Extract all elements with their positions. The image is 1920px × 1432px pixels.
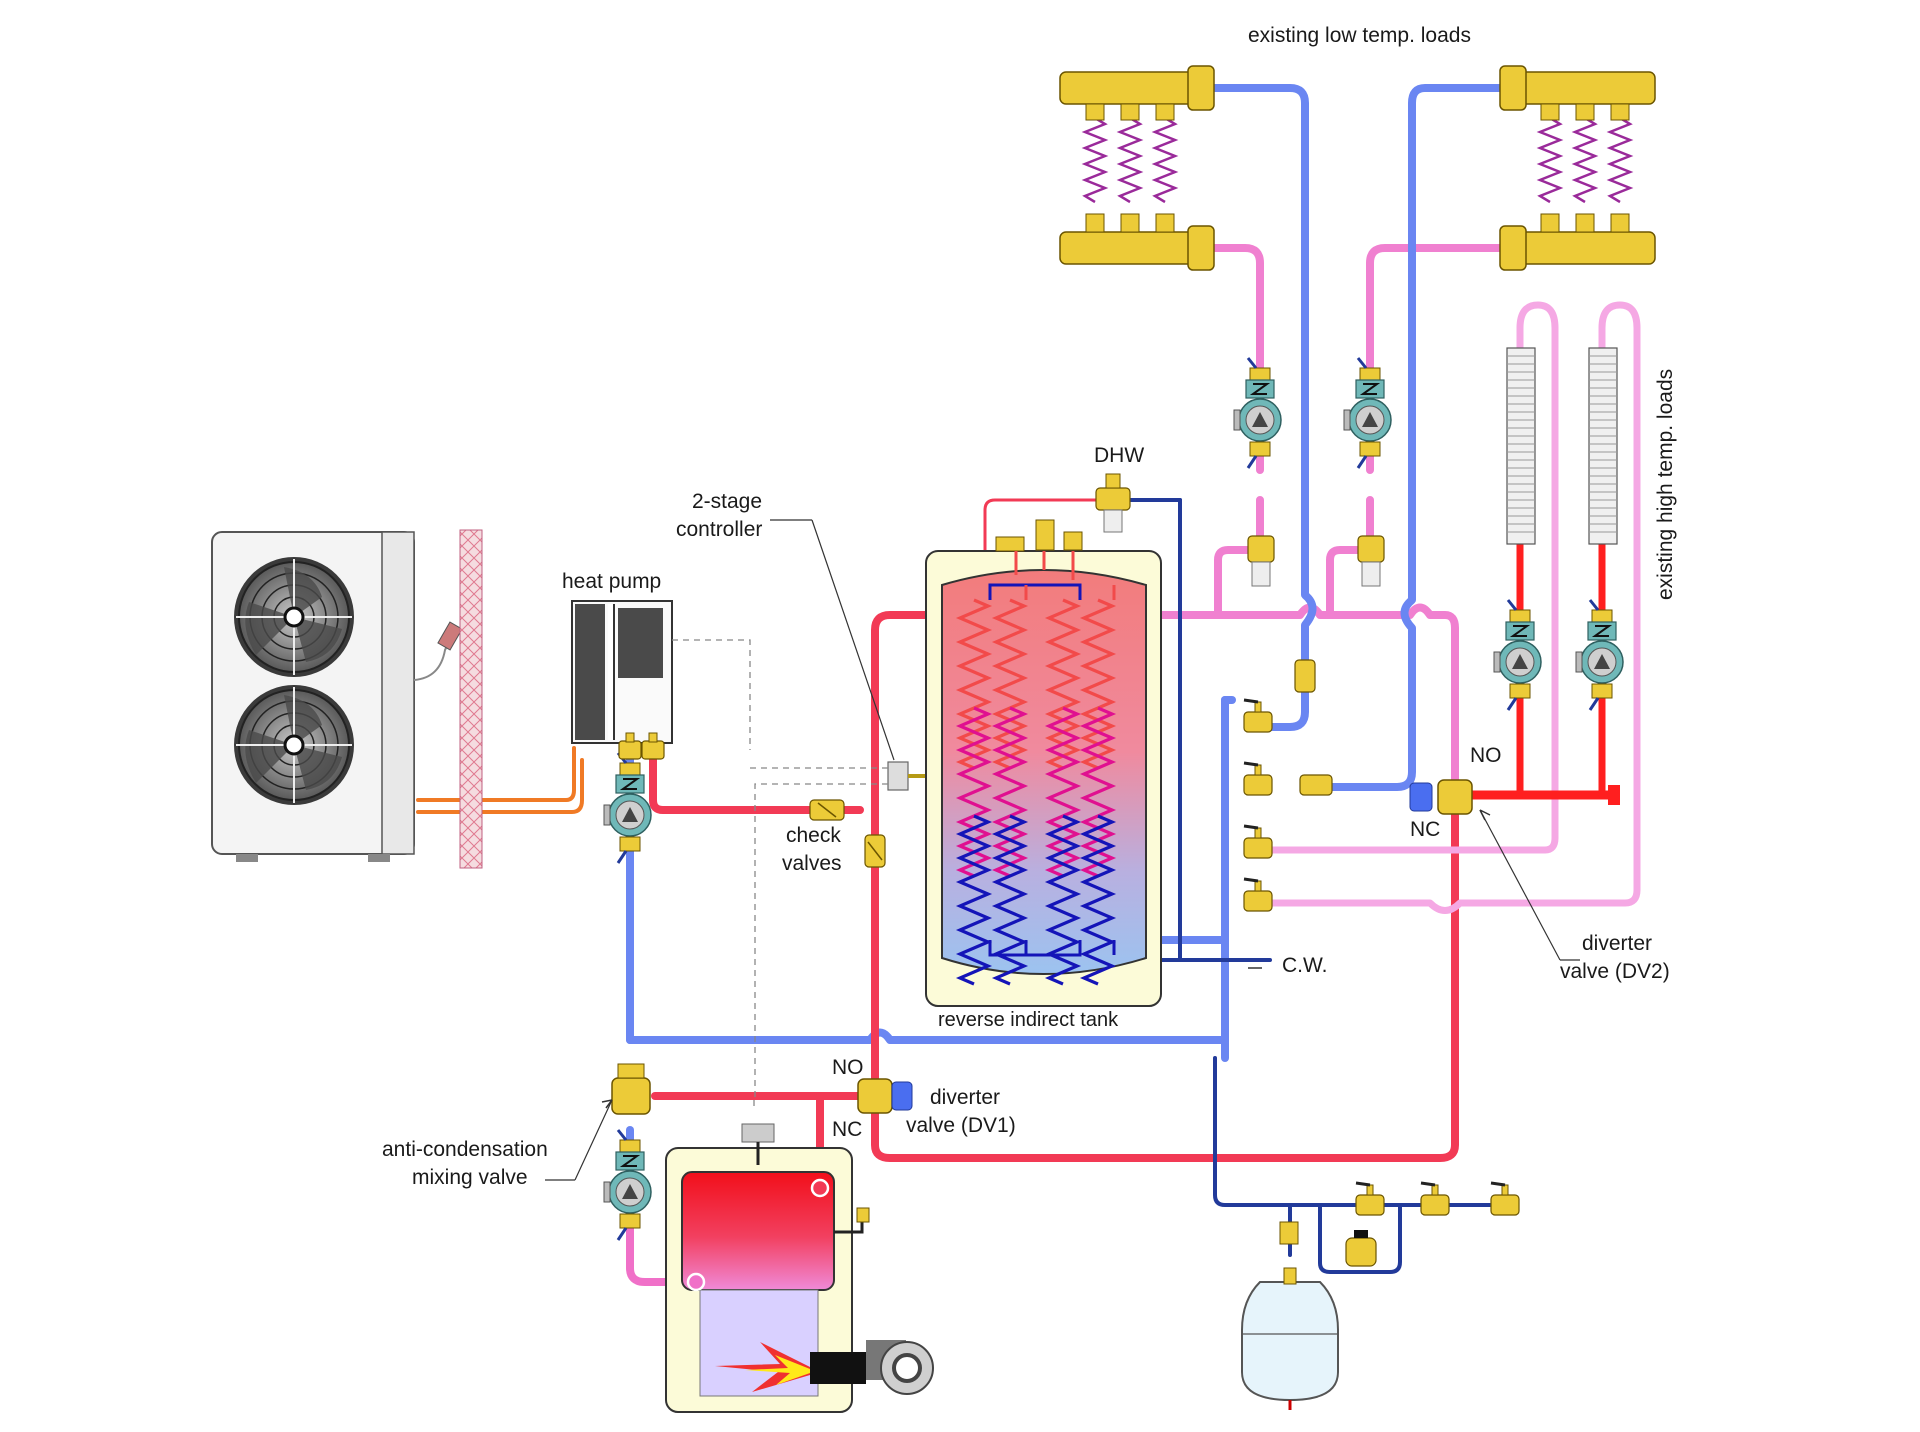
boiler xyxy=(665,1123,934,1413)
dhw-label: DHW xyxy=(1094,444,1144,467)
ball-valve-icon xyxy=(1242,877,1274,913)
mix-label-2: mixing valve xyxy=(412,1166,528,1189)
dv2-label-1: diverter xyxy=(1582,932,1652,955)
diverter-valve-dv2 xyxy=(1409,779,1580,961)
fan-icon xyxy=(232,683,356,807)
fill-valve-assembly xyxy=(1279,1181,1521,1267)
check-valve xyxy=(809,799,845,821)
mix-label-1: anti-condensation xyxy=(382,1138,548,1161)
heat-pump-label: heat pump xyxy=(562,570,661,593)
dv2-label-2: valve (DV2) xyxy=(1560,960,1670,983)
dhw-mixing-valve xyxy=(1095,473,1131,533)
expansion-tank-icon xyxy=(1241,1267,1339,1410)
check-valves-label-2: valves xyxy=(782,852,842,875)
circulator-icon xyxy=(1342,356,1393,470)
burner-flame-icon xyxy=(715,1340,934,1395)
mixing-valve-icon xyxy=(1247,535,1385,587)
circulator-icon xyxy=(602,1128,653,1242)
controller-label-2: controller xyxy=(676,518,762,541)
ball-valve-icon xyxy=(1242,824,1274,860)
two-stage-controller xyxy=(750,519,955,1110)
check-valve xyxy=(864,834,886,868)
circulator-icon xyxy=(1232,356,1283,470)
controller-label-1: 2-stage xyxy=(692,490,762,513)
dv1-no-label: NO xyxy=(832,1056,864,1079)
piping xyxy=(416,84,1641,1286)
tank-label: reverse indirect tank xyxy=(938,1009,1119,1031)
dv2-nc-label: NC xyxy=(1410,818,1440,841)
dv1-nc-label: NC xyxy=(832,1118,862,1141)
baseboard-icon xyxy=(1506,347,1618,545)
wall xyxy=(459,529,483,869)
ball-valve-icon xyxy=(1242,698,1274,734)
dv2-no-label: NO xyxy=(1470,744,1502,767)
fan-icon xyxy=(232,555,356,679)
dv1-label-2: valve (DV1) xyxy=(906,1114,1016,1137)
low-temp-manifold-left xyxy=(1059,65,1215,271)
circulator-icon xyxy=(602,751,653,865)
check-valve xyxy=(1294,659,1333,796)
ball-valve-icon xyxy=(1242,761,1274,797)
outdoor-unit xyxy=(211,531,463,862)
circulator-icon xyxy=(1574,598,1625,712)
cw-label: C.W. xyxy=(1282,954,1328,977)
check-valves-label-1: check xyxy=(786,824,841,847)
dv1-label-1: diverter xyxy=(930,1086,1000,1109)
reverse-indirect-tank xyxy=(925,519,1162,1007)
low-temp-loads-label: existing low temp. loads xyxy=(1248,24,1471,47)
diverter-valve-dv1 xyxy=(857,1078,913,1114)
high-temp-loads-label: existing high temp. loads xyxy=(1654,369,1677,600)
heat-pump-indoor-unit xyxy=(571,600,751,750)
circulator-icon xyxy=(1492,598,1543,712)
anti-condensation-mixing-valve xyxy=(545,1063,651,1181)
low-temp-manifold-right xyxy=(1499,65,1656,271)
